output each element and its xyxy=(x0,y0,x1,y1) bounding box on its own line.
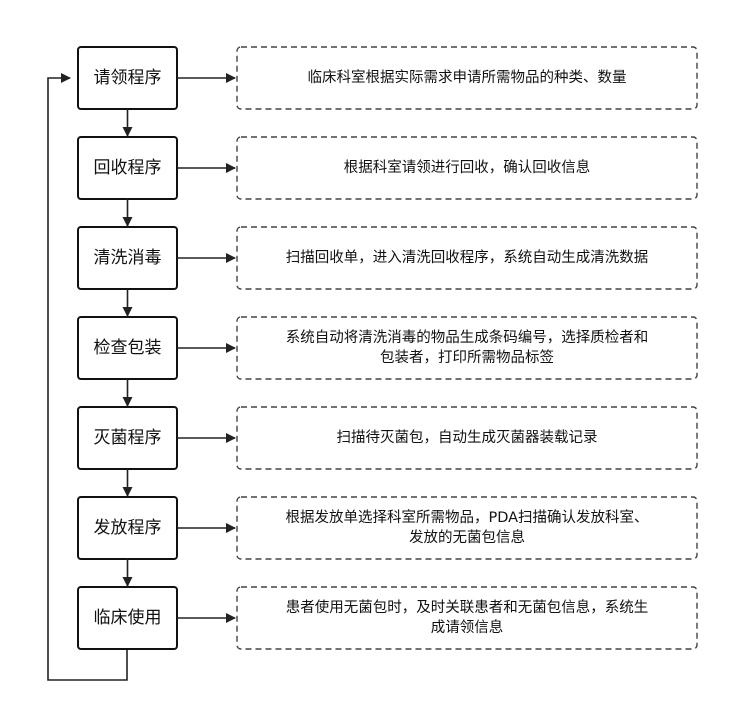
description-line: 发放的无菌包信息 xyxy=(409,529,525,546)
description-box xyxy=(236,226,698,290)
step-1: 请领程序 临床科室根据实际需求申请所需物品的种类、数量 xyxy=(77,46,698,137)
description-line: 根据科室请领进行回收，确认回收信息 xyxy=(344,159,591,176)
step-4: 检查包装 系统自动将清洗消毒的物品生成条码编号，选择质检者和包装者，打印所需物品标… xyxy=(77,316,698,407)
step-label: 回收程序 xyxy=(94,158,162,178)
loop-back-line xyxy=(47,73,128,681)
description-box xyxy=(236,316,698,380)
description-line: 包装者，打印所需物品标签 xyxy=(380,349,554,366)
step-label: 检查包装 xyxy=(94,338,162,358)
description-line: 成请领信息 xyxy=(431,619,504,636)
description-line: 扫描回收单，进入清洗回收程序，系统自动生成清洗数据 xyxy=(286,249,649,266)
step-5: 灭菌程序 扫描待灭菌包，自动生成灭菌器装载记录 xyxy=(77,406,698,497)
description-box xyxy=(236,406,698,470)
description-box xyxy=(236,586,698,650)
description-box xyxy=(236,496,698,560)
feedback-loop xyxy=(47,73,128,681)
step-label: 请领程序 xyxy=(94,68,162,88)
description-line: 患者使用无菌包时，及时关联患者和无菌包信息，系统生 xyxy=(286,599,649,616)
step-label: 清洗消毒 xyxy=(94,248,162,268)
description-line: 扫描待灭菌包，自动生成灭菌器装载记录 xyxy=(337,429,598,446)
description-line: 根据发放单选择科室所需物品，PDA扫描确认发放科室、 xyxy=(285,509,648,526)
description-line: 系统自动将清洗消毒的物品生成条码编号，选择质检者和 xyxy=(286,329,649,346)
description-line: 临床科室根据实际需求申请所需物品的种类、数量 xyxy=(308,69,627,86)
step-label: 灭菌程序 xyxy=(94,428,162,448)
description-box xyxy=(236,46,698,110)
step-3: 清洗消毒 扫描回收单，进入清洗回收程序，系统自动生成清洗数据 xyxy=(77,226,698,317)
step-label: 临床使用 xyxy=(94,607,162,628)
step-label: 发放程序 xyxy=(94,518,162,538)
step-2: 回收程序 根据科室请领进行回收，确认回收信息 xyxy=(77,136,698,227)
step-6: 发放程序 根据发放单选择科室所需物品，PDA扫描确认发放科室、发放的无菌包信息 xyxy=(77,496,698,587)
description-box xyxy=(236,136,698,200)
